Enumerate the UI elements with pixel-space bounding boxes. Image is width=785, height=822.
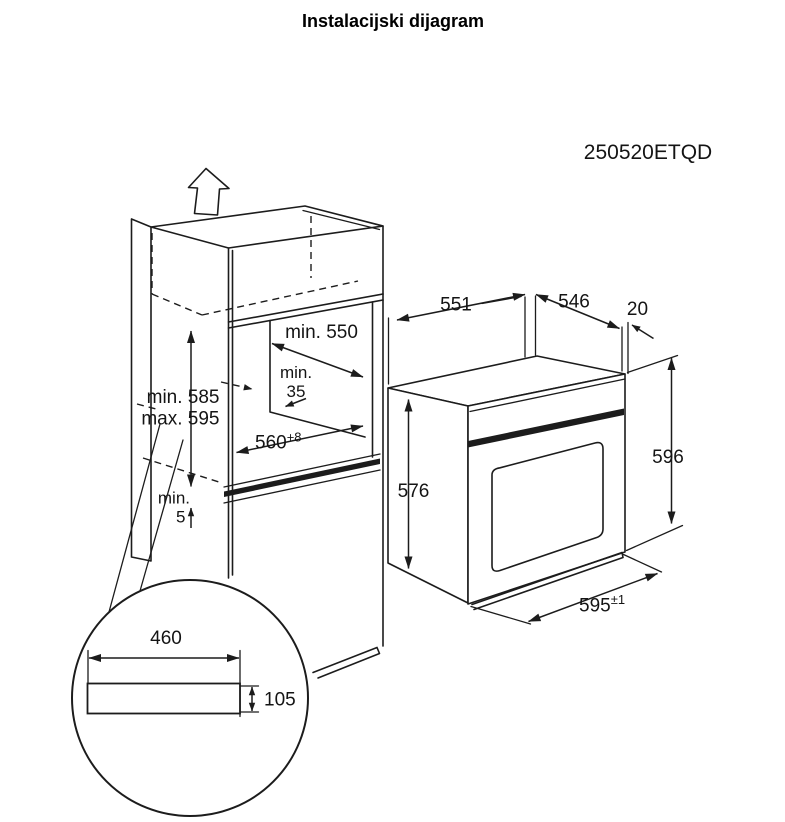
cabinet-top-face: [150, 205, 384, 249]
dim-oven-front-width-arrow: [528, 572, 658, 623]
dim-bottom-clearance-line1: min.: [158, 489, 190, 508]
detail-leader-lines: [108, 423, 184, 613]
dim-niche-depth-arrow: [271, 342, 364, 378]
cabinet-drawing: min. 550 min. 35 560+8 min. 585 max. 595…: [130, 167, 384, 679]
oven-front-face: [467, 373, 626, 605]
dim-oven-front-width: 595±1: [579, 592, 625, 617]
dim-oven-depth: 551: [440, 295, 472, 316]
dim-niche-width-arrow: [236, 424, 364, 454]
dim-niche-height-min: min. 585: [147, 387, 220, 408]
dim-niche-width: 560+8: [255, 430, 302, 454]
page-title: Instalacijski dijagram: [302, 11, 484, 31]
shelf-edge: [224, 458, 380, 497]
hidden-interior-edges: [151, 216, 359, 316]
dim-oven-top-depth: 546: [558, 292, 590, 313]
cabinet-left-panel: [130, 218, 152, 562]
dim-top-clearance-line1: min.: [280, 363, 312, 382]
dim-oven-total-height: 596: [652, 447, 684, 468]
dim-rail-height: 105: [264, 690, 296, 711]
dim-top-clearance-line2: 35: [287, 382, 306, 401]
model-number: 250520ETQD: [584, 141, 712, 164]
dim-niche-height-max: max. 595: [141, 409, 219, 430]
dim-oven-depth-arrow: [396, 292, 526, 322]
up-arrow-icon: [187, 167, 230, 216]
detail-circle: 460 105: [71, 579, 309, 817]
support-rail: [86, 682, 241, 715]
dim-top-clearance-arrow: [285, 397, 307, 408]
dim-bottom-clearance-line2: 5: [176, 508, 185, 527]
cabinet-base: [312, 646, 381, 679]
oven-drawing: 551 546 20 596 576 595±1: [387, 292, 684, 625]
dim-oven-overhang: 20: [627, 299, 648, 320]
oven-door-window: [491, 441, 604, 572]
dim-oven-body-height: 576: [398, 481, 430, 502]
dim-oven-top-depth-arrow: [535, 293, 620, 330]
oven-control-panel-band: [468, 408, 624, 448]
dim-rail-length: 460: [150, 628, 182, 649]
dim-oven-overhang-arrow: [631, 324, 654, 340]
dim-niche-depth: min. 550: [285, 322, 358, 343]
